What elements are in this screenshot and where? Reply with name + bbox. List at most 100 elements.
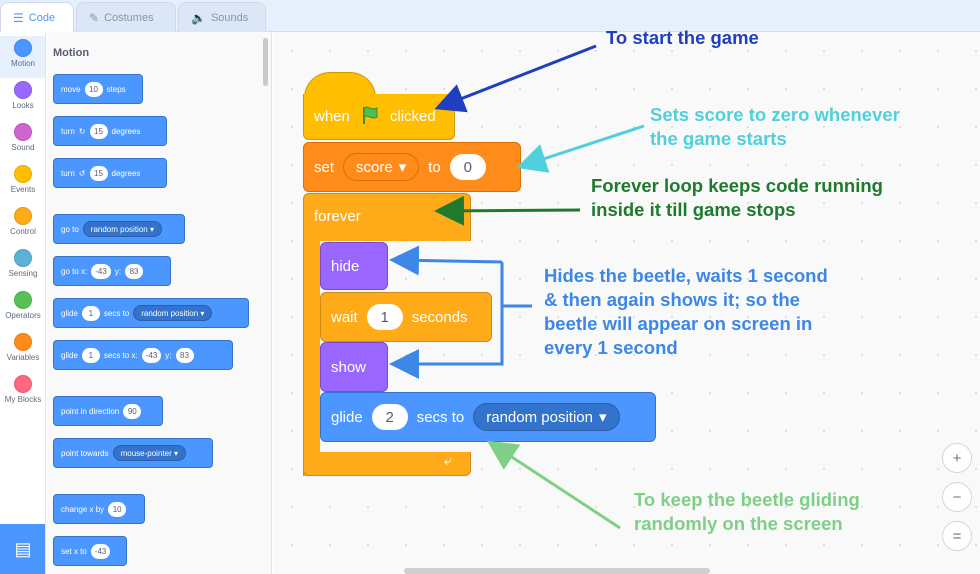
zoom-out-button[interactable]: − — [942, 482, 972, 512]
point-in-direction-block[interactable]: point in direction 90 — [53, 396, 163, 426]
glide-target-dropdown[interactable]: random position▾ — [473, 403, 620, 431]
block-label: clicked — [389, 108, 436, 125]
turn-right-block[interactable]: turn ↻ 15 degrees — [53, 116, 167, 146]
degrees-input[interactable]: 15 — [89, 123, 108, 139]
block-label: point in direction — [61, 406, 120, 416]
annotation-score: Sets score to zero whenever the game sta… — [650, 103, 900, 151]
block-label: degrees — [111, 168, 141, 178]
category-label: Sensing — [8, 269, 38, 278]
turn-left-block[interactable]: turn ↺ 15 degrees — [53, 158, 167, 188]
block-label: secs to x: — [103, 350, 138, 360]
forever-block[interactable]: forever — [303, 193, 471, 241]
category-operators[interactable]: Operators — [0, 288, 45, 330]
rotate-clockwise-icon: ↻ — [78, 126, 86, 136]
zoom-reset-icon: = — [952, 527, 962, 545]
category-label: My Blocks — [4, 395, 42, 404]
category-control[interactable]: Control — [0, 204, 45, 246]
dropdown-value: random position — [486, 408, 593, 426]
block-label: when — [314, 108, 350, 125]
workspace-scrollbar[interactable] — [404, 568, 710, 574]
goto-target-dropdown[interactable]: random position ▾ — [82, 221, 162, 237]
tab-code-label: Code — [28, 12, 56, 24]
tab-costumes[interactable]: ✎ Costumes — [76, 2, 176, 32]
show-block[interactable]: show — [320, 342, 388, 392]
speaker-icon: 🔈 — [191, 10, 206, 25]
set-x-block[interactable]: set x to -43 — [53, 536, 127, 566]
glide-target-dropdown[interactable]: random position ▾ — [133, 305, 213, 321]
x-input[interactable]: -43 — [91, 263, 111, 279]
set-variable-block[interactable]: set score▾ to 0 — [303, 142, 521, 192]
block-label: y: — [165, 350, 172, 360]
variable-dropdown[interactable]: score▾ — [343, 153, 420, 181]
move-steps-block[interactable]: move 10 steps — [53, 74, 143, 104]
operators-category-dot — [14, 291, 32, 309]
glide-random-block[interactable]: glide 2 secs to random position▾ — [320, 392, 656, 442]
palette-scrollbar[interactable] — [263, 38, 268, 86]
change-x-block[interactable]: change x by 10 — [53, 494, 145, 524]
annotation-line: beetle will appear on screen in — [544, 313, 813, 334]
category-variables[interactable]: Variables — [0, 330, 45, 372]
zoom-in-button[interactable]: + — [942, 443, 972, 473]
secs-input[interactable]: 1 — [81, 305, 100, 321]
category-looks[interactable]: Looks — [0, 78, 45, 120]
block-label: steps — [106, 84, 126, 94]
x-input[interactable]: -43 — [141, 347, 162, 363]
block-label: secs to — [103, 308, 130, 318]
hide-block[interactable]: hide — [320, 242, 388, 290]
zoom-in-icon: + — [952, 449, 962, 467]
direction-input[interactable]: 90 — [123, 403, 142, 419]
my-blocks-category-dot — [14, 375, 32, 393]
annotation-line: the game starts — [650, 128, 787, 149]
block-label: to — [428, 158, 441, 176]
category-my-blocks[interactable]: My Blocks — [0, 372, 45, 414]
block-label: glide — [61, 350, 78, 360]
annotation-line: & then again shows it; so the — [544, 289, 800, 310]
annotation-line: Sets score to zero whenever — [650, 104, 900, 125]
tab-sounds[interactable]: 🔈 Sounds — [178, 2, 266, 32]
tab-sounds-label: Sounds — [210, 11, 249, 24]
y-input[interactable]: 83 — [175, 347, 194, 363]
go-to-block[interactable]: go to random position ▾ — [53, 214, 185, 244]
point-towards-block[interactable]: point towards mouse-pointer ▾ — [53, 438, 213, 468]
category-motion[interactable]: Motion — [0, 36, 45, 78]
brush-icon: ✎ — [89, 10, 100, 25]
value-input[interactable]: 0 — [449, 154, 486, 180]
glide-seconds-input[interactable]: 2 — [371, 404, 408, 430]
set-x-input[interactable]: -43 — [90, 543, 111, 559]
y-input[interactable]: 83 — [125, 263, 144, 279]
change-x-input[interactable]: 10 — [108, 501, 127, 517]
rotate-counterclockwise-icon: ↺ — [78, 168, 86, 178]
category-sound[interactable]: Sound — [0, 120, 45, 162]
forever-block-footer: ⤶ — [303, 452, 471, 476]
when-flag-clicked-block[interactable]: when clicked — [303, 94, 455, 140]
category-label: Variables — [6, 353, 40, 362]
wait-seconds-input[interactable]: 1 — [366, 304, 403, 330]
block-label: go to — [61, 224, 79, 234]
glide-to-block[interactable]: glide 1 secs to random position ▾ — [53, 298, 249, 328]
block-label: y: — [114, 266, 122, 276]
sensing-category-dot — [14, 249, 32, 267]
code-workspace[interactable]: when clicked set score▾ to 0 forever ⤶ h… — [273, 32, 980, 574]
degrees-input[interactable]: 15 — [89, 165, 108, 181]
add-extension-button[interactable]: ▤ — [0, 524, 45, 574]
tab-code[interactable]: ☰ Code — [0, 2, 74, 33]
go-to-xy-block[interactable]: go to x: -43 y: 83 — [53, 256, 171, 286]
wait-block[interactable]: wait 1 seconds — [320, 292, 492, 342]
category-sensing[interactable]: Sensing — [0, 246, 45, 288]
zoom-reset-button[interactable]: = — [942, 521, 972, 551]
category-label: Events — [10, 185, 36, 194]
point-towards-dropdown[interactable]: mouse-pointer ▾ — [112, 445, 186, 461]
category-events[interactable]: Events — [0, 162, 45, 204]
steps-input[interactable]: 10 — [84, 81, 103, 97]
annotation-glide: To keep the beetle gliding randomly on t… — [634, 488, 860, 536]
glide-to-xy-block[interactable]: glide 1 secs to x: -43 y: 83 — [53, 340, 233, 370]
annotation-line: inside it till game stops — [591, 199, 796, 220]
annotation-line: Hides the beetle, waits 1 second — [544, 265, 828, 286]
annotation-forever: Forever loop keeps code running inside i… — [591, 174, 883, 222]
block-label: wait — [331, 308, 358, 326]
category-menu: Motion Looks Sound Events Control Sensin… — [0, 32, 46, 574]
category-label: Motion — [10, 59, 35, 68]
category-label: Control — [10, 227, 36, 236]
secs-input[interactable]: 1 — [81, 347, 100, 363]
code-icon: ☰ — [13, 11, 24, 25]
